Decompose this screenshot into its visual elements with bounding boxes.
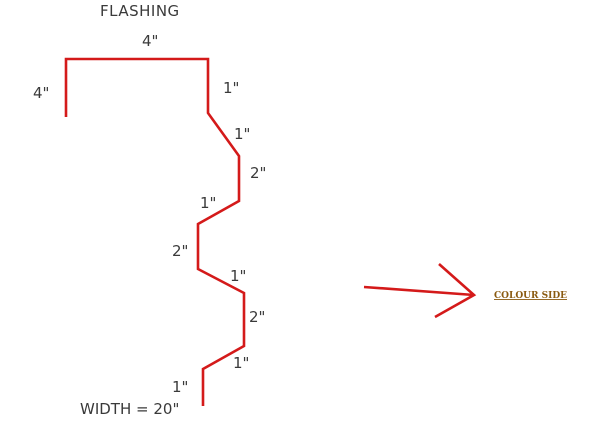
colour-side-label: COLOUR SIDE	[494, 291, 567, 301]
dim-vertical-2in-c: 2"	[249, 308, 265, 326]
dim-slope-1in-a: 1"	[234, 125, 250, 143]
colour-side-arrow-icon	[363, 263, 477, 319]
dim-left-4in: 4"	[33, 84, 49, 102]
drawing-title: FLASHING	[100, 2, 180, 20]
dim-slope-1in-d: 1"	[233, 354, 249, 372]
flashing-profile	[64, 57, 246, 406]
dim-top-4in: 4"	[142, 32, 158, 50]
dim-tail-1in: 1"	[172, 378, 188, 396]
dim-slope-1in-b: 1"	[200, 194, 216, 212]
dim-vertical-2in-b: 2"	[172, 242, 188, 260]
dim-drop-1in: 1"	[223, 79, 239, 97]
width-label: WIDTH = 20"	[80, 400, 179, 418]
dim-slope-1in-c: 1"	[230, 267, 246, 285]
dim-vertical-2in-a: 2"	[250, 164, 266, 182]
